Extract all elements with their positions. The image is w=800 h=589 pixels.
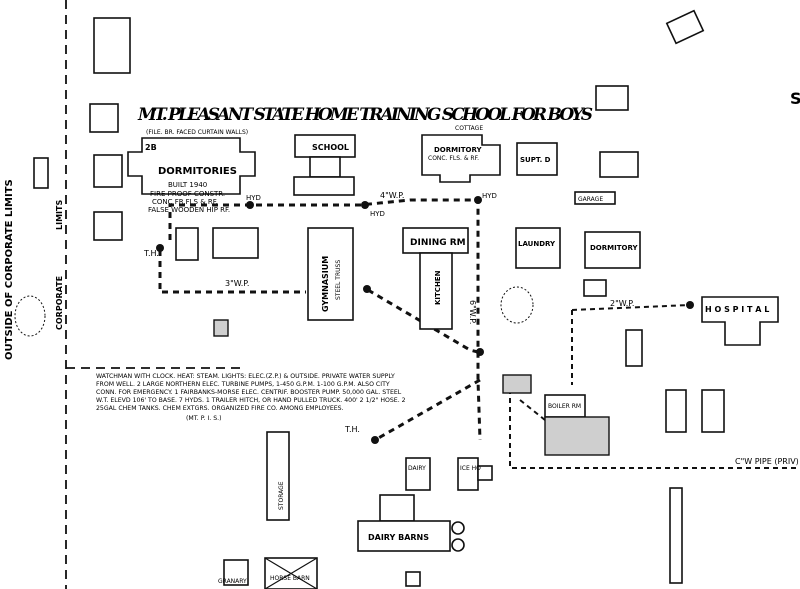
label-4wp: 4"W.P. xyxy=(380,191,404,200)
cottage-label: COTTAGE xyxy=(455,125,483,132)
building-lr-3 xyxy=(669,487,683,584)
outside-limits-label: OUTSIDE OF CORPORATE LIMITS xyxy=(4,179,15,360)
dormitory2-building: DORMITORY xyxy=(584,231,641,269)
school-building: SCHOOL xyxy=(293,134,356,196)
label-th-2: T.H. xyxy=(344,425,360,434)
ice-ho-label: ICE HO xyxy=(460,465,481,472)
dormitories-const2: CONC FR.FLS & RF. xyxy=(152,198,218,206)
garage-label: GARAGE xyxy=(578,196,603,203)
horse-barn-label: HORSE BARN xyxy=(270,575,310,582)
notes-line-4: W.T. ELEVD 106' TO BASE. 7 HYDS. 1 TRAIL… xyxy=(96,397,406,404)
label-hyd-2: HYD xyxy=(370,210,385,218)
supt-building: SUPT. D xyxy=(516,142,558,176)
building-bottom-tiny xyxy=(405,571,421,587)
boiler-label: BOILER RM xyxy=(548,403,581,410)
limits-label: LIMITS xyxy=(55,200,64,230)
dormitories-const3: FALSE WOODEN HIP RF. xyxy=(148,206,230,214)
dairy-barns-label: DAIRY BARNS xyxy=(368,533,429,542)
building-pond xyxy=(583,279,607,297)
dormitories-note: (FILE. BR. FACED CURTAIN WALLS) xyxy=(146,129,248,136)
corporate-label: CORPORATE xyxy=(55,276,64,330)
dormitory-cottage: COTTAGE DORMITORY CONC. FLS. & RF. xyxy=(421,125,501,183)
building-nw-1 xyxy=(93,17,131,74)
boiler-building: BOILER RM xyxy=(502,374,610,456)
building-lr-1 xyxy=(665,389,687,433)
horse-barn-building: HORSE BARN xyxy=(264,557,318,589)
dormitories-built: BUILT 1940 xyxy=(168,181,207,189)
dwelling-east xyxy=(599,151,639,178)
dairy-label: DAIRY xyxy=(408,465,426,472)
dairy-barns-building: DAIRY BARNS xyxy=(357,494,465,552)
hospital-building: H O S P I T A L xyxy=(701,296,779,346)
dormitories-stories: 2B xyxy=(145,143,157,152)
notes-line-5: 25GAL CHEM TANKS. CHEM EXTGRS. ORGANIZED… xyxy=(96,405,344,412)
label-6wp: 6"W.P. xyxy=(468,300,477,324)
laundry-label: LAUNDRY xyxy=(518,240,556,248)
label-th-1: T.H. xyxy=(143,249,159,258)
building-west-2 xyxy=(212,227,259,259)
granary-label: GRANARY xyxy=(218,578,247,585)
building-d-1 xyxy=(625,329,643,367)
building-left-edge xyxy=(33,157,49,189)
building-small-dark xyxy=(213,319,229,337)
dormitories-label: DORMITORIES xyxy=(158,166,237,177)
building-west-1 xyxy=(175,227,199,261)
dining-label: DINING RM xyxy=(410,238,466,248)
label-hyd-1: HYD xyxy=(246,194,261,202)
kitchen-label: KITCHEN xyxy=(434,270,442,305)
building-lr-2 xyxy=(701,389,725,433)
edge-letter: S xyxy=(790,89,800,108)
school-label: SCHOOL xyxy=(312,143,349,152)
dormitory2-label: DORMITORY xyxy=(590,244,638,252)
hospital-label: H O S P I T A L xyxy=(705,305,769,314)
notes-line-1: WATCHMAN WITH CLOCK. HEAT: STEAM. LIGHTS… xyxy=(96,373,395,380)
map-title: MT. PLEASANT STATE HOME TRAINING SCHOOL … xyxy=(137,105,593,125)
dairy-building: DAIRY xyxy=(405,457,431,491)
storage-building: STORAGE xyxy=(266,431,290,521)
notes-block: WATCHMAN WITH CLOCK. HEAT: STEAM. LIGHTS… xyxy=(96,373,406,422)
notes-line-6: (MT. P. I. S.) xyxy=(186,415,222,422)
dormitory-label: DORMITORY xyxy=(434,146,482,154)
notes-line-2: FROM WELL. 2 LARGE NORTHERN ELEC. TURBIN… xyxy=(96,381,390,388)
building-nw-3 xyxy=(93,154,123,188)
building-nw-4 xyxy=(93,211,123,241)
notes-line-3: CONN. FOR EMERGENCY. 1 FAIRBANKS-MORSE E… xyxy=(96,389,402,396)
gymnasium-label: GYMNASIUM xyxy=(321,256,330,312)
storage-label: STORAGE xyxy=(278,481,285,510)
dormitories-building: (FILE. BR. FACED CURTAIN WALLS) 2B DORMI… xyxy=(127,129,256,214)
label-hyd-3: HYD xyxy=(482,192,497,200)
water-mains xyxy=(158,198,800,469)
dwelling-northeast xyxy=(595,85,629,111)
laundry-building: LAUNDRY xyxy=(515,227,561,269)
label-2wp: 2"W.P. xyxy=(610,299,634,308)
gymnasium-sub: STEEL TRUSS xyxy=(335,260,342,300)
corporate-limits: OUTSIDE OF CORPORATE LIMITS CORPORATE LI… xyxy=(4,0,240,589)
granary-building: GRANARY xyxy=(218,559,249,586)
hydrants xyxy=(156,196,694,444)
building-ne-tiny xyxy=(665,9,705,45)
supt-label: SUPT. D xyxy=(520,156,551,164)
pond-mark xyxy=(500,286,534,324)
label-3wp: 3"W.P. xyxy=(225,279,249,288)
garage-building: GARAGE xyxy=(574,191,616,205)
dormitories-const1: FIRE PROOF CONSTR. xyxy=(150,190,225,198)
building-nw-2 xyxy=(89,103,119,133)
dormitory-sub: CONC. FLS. & RF. xyxy=(428,155,479,162)
dining-kitchen-building: DINING RM KITCHEN xyxy=(402,227,469,330)
ice-house-building: ICE HO xyxy=(457,457,493,491)
gymnasium-building: GYMNASIUM STEEL TRUSS xyxy=(307,227,354,321)
label-cwp: C"W PIPE (PRIV) xyxy=(735,457,799,466)
